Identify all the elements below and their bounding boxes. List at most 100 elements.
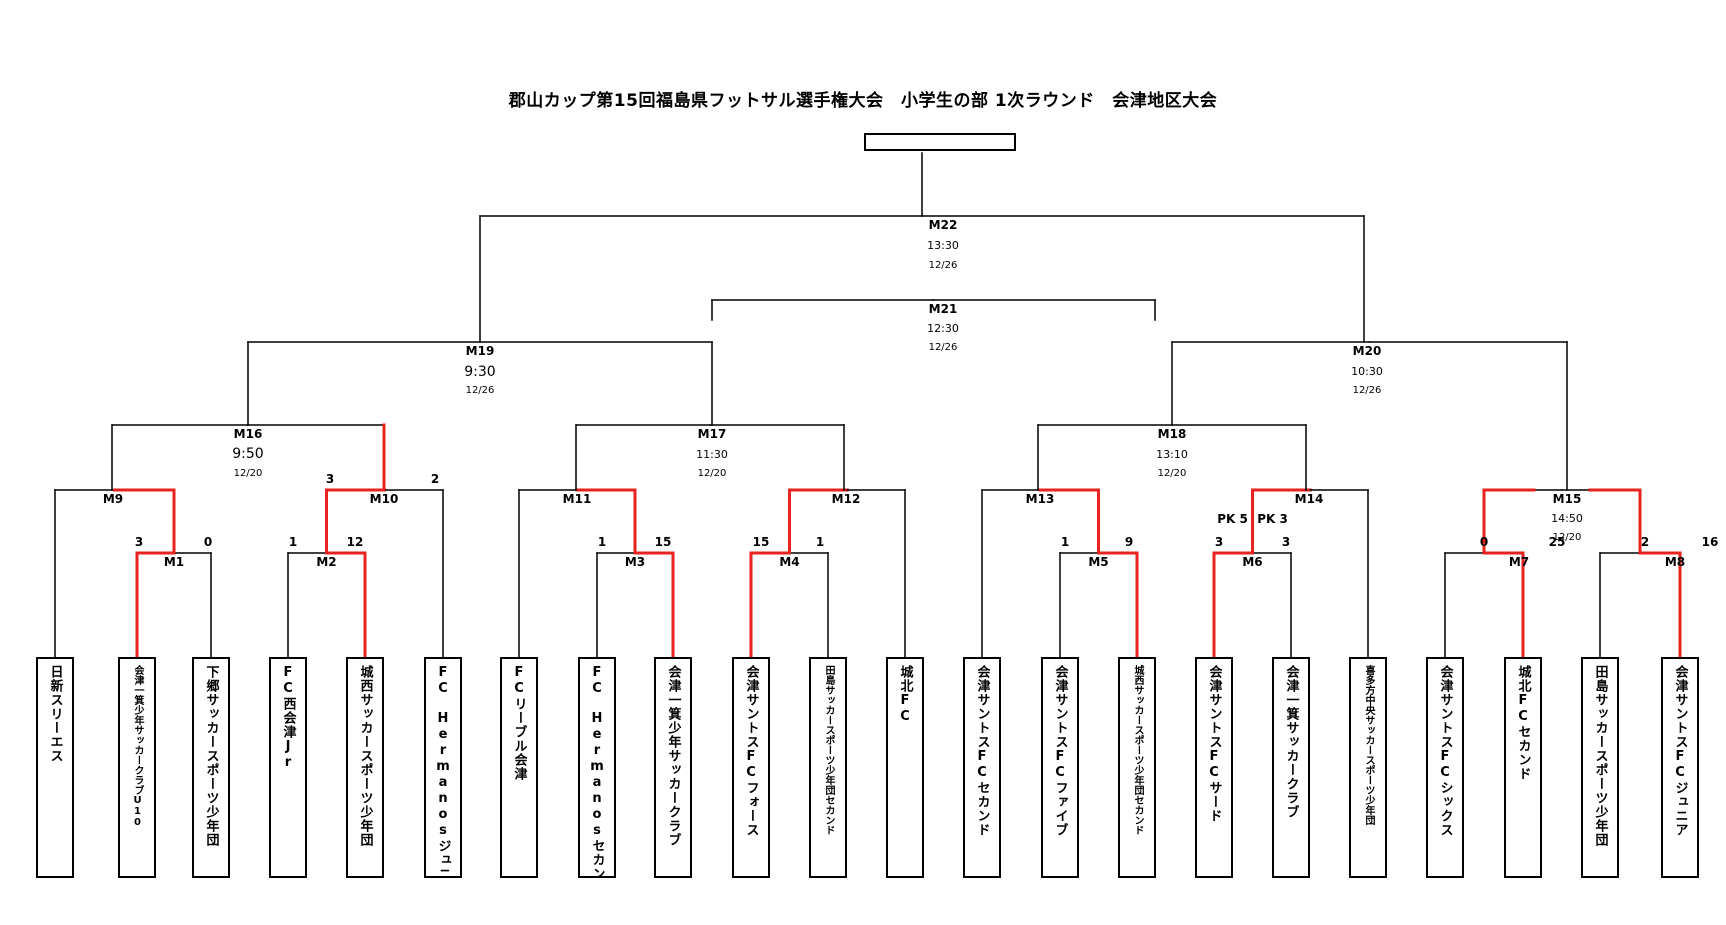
team-5: 城西サッカースポーツ少年団 xyxy=(346,657,384,878)
match-label-M16: M16 xyxy=(233,427,263,441)
team-9: 会津一箕少年サッカークラブ xyxy=(654,657,692,878)
time-M17: 11:30 xyxy=(696,448,728,461)
score-M4-left: 15 xyxy=(752,535,770,549)
team-name: FCリーブル会津 xyxy=(511,665,527,781)
match-label-M6: M6 xyxy=(1242,555,1263,569)
match-label-M1: M1 xyxy=(163,555,185,569)
score-M5-right: 9 xyxy=(1124,535,1134,549)
match-label-M2: M2 xyxy=(316,555,337,569)
match-label-M12: M12 xyxy=(831,492,861,506)
match-label-M22: M22 xyxy=(928,218,958,232)
team-7: FCリーブル会津 xyxy=(500,657,538,878)
match-label-M10: M10 xyxy=(369,492,399,506)
match-label-M19: M19 xyxy=(465,344,495,358)
time-M19: 9:30 xyxy=(464,364,496,380)
team-8: FC Hermanosセカンド xyxy=(578,657,616,878)
time-M16: 9:50 xyxy=(232,446,264,462)
date-M21: 12/26 xyxy=(928,342,958,353)
score-M6-left: 3 xyxy=(1214,535,1224,549)
date-M18: 12/20 xyxy=(1157,468,1187,479)
team-10: 会津サントスFCフォース xyxy=(732,657,770,878)
team-1: 日新スリーエス xyxy=(36,657,74,878)
score-M8-left: 2 xyxy=(1640,535,1650,549)
team-name: 会津サントスFCセカンド xyxy=(974,665,990,837)
team-16: 会津サントスFCサード xyxy=(1195,657,1233,878)
score-M7-right: 25 xyxy=(1548,535,1566,549)
date-M19: 12/26 xyxy=(465,385,495,396)
score-M10-right: 2 xyxy=(430,472,440,486)
score-M8-right: 16 xyxy=(1701,535,1719,549)
pk-M6-left: PK 5 xyxy=(1217,512,1248,526)
time-M22: 13:30 xyxy=(927,239,959,252)
time-M18: 13:10 xyxy=(1156,448,1188,461)
score-M4-right: 1 xyxy=(815,535,825,549)
score-M6-right: 3 xyxy=(1281,535,1291,549)
team-19: 会津サントスFCシックス xyxy=(1426,657,1464,878)
champion-box xyxy=(864,133,1016,151)
match-label-M17: M17 xyxy=(697,427,727,441)
team-name: 会津サントスFCジュニア xyxy=(1672,665,1688,837)
team-name: 田島サッカースポーツ少年団 xyxy=(1592,665,1608,847)
team-13: 会津サントスFCセカンド xyxy=(963,657,1001,878)
match-label-M13: M13 xyxy=(1025,492,1055,506)
date-M20: 12/26 xyxy=(1352,385,1382,396)
score-M5-left: 1 xyxy=(1060,535,1070,549)
time-M20: 10:30 xyxy=(1351,365,1383,378)
team-name: 田島サッカースポーツ少年団セカンド xyxy=(823,665,834,835)
team-name: FC Hermanosセカンド xyxy=(589,665,605,878)
team-name: 日新スリーエス xyxy=(47,665,63,763)
team-name: 会津一箕サッカークラブ xyxy=(1283,665,1299,819)
team-17: 会津一箕サッカークラブ xyxy=(1272,657,1310,878)
page-title: 郡山カップ第15回福島県フットサル選手権大会 小学生の部 1次ラウンド 会津地区… xyxy=(508,91,1218,111)
team-name: 喜多方中央サッカースポーツ少年団 xyxy=(1363,665,1374,825)
team-name: 城北FCセカンド xyxy=(1515,665,1531,781)
team-11: 田島サッカースポーツ少年団セカンド xyxy=(809,657,847,878)
time-M21: 12:30 xyxy=(927,322,959,335)
match-label-M18: M18 xyxy=(1157,427,1187,441)
team-22: 会津サントスFCジュニア xyxy=(1661,657,1699,878)
score-M7-left: 0 xyxy=(1479,535,1489,549)
date-M22: 12/26 xyxy=(928,260,958,271)
match-label-M14: M14 xyxy=(1294,492,1324,506)
team-name: 会津サントスFCファイブ xyxy=(1052,665,1068,837)
match-label-M8: M8 xyxy=(1664,555,1686,569)
team-name: FC Hermanosジュニア xyxy=(435,665,451,878)
team-3: 下郷サッカースポーツ少年団 xyxy=(192,657,230,878)
team-18: 喜多方中央サッカースポーツ少年団 xyxy=(1349,657,1387,878)
team-20: 城北FCセカンド xyxy=(1504,657,1542,878)
match-label-M20: M20 xyxy=(1352,344,1382,358)
team-name: 会津一箕少年サッカークラブ xyxy=(665,665,681,847)
team-12: 城北FC xyxy=(886,657,924,878)
match-label-M3: M3 xyxy=(624,555,646,569)
score-M10-left: 3 xyxy=(325,472,335,486)
match-label-M5: M5 xyxy=(1088,555,1109,569)
team-name: 会津サントスFCサード xyxy=(1206,665,1222,823)
team-name: 会津サントスFCシックス xyxy=(1437,665,1453,837)
date-M17: 12/20 xyxy=(697,468,727,479)
time-M15: 14:50 xyxy=(1551,512,1583,525)
team-name: 城北FC xyxy=(897,665,913,725)
score-M2-left: 1 xyxy=(288,535,298,549)
match-label-M9: M9 xyxy=(102,492,124,506)
team-name: 城西サッカースポーツ少年団 xyxy=(357,665,373,847)
date-M16: 12/20 xyxy=(233,468,263,479)
score-M2-right: 12 xyxy=(346,535,364,549)
team-4: FC西会津Jr xyxy=(269,657,307,878)
score-M3-right: 15 xyxy=(654,535,672,549)
pk-M6-right: PK 3 xyxy=(1257,512,1288,526)
team-14: 会津サントスFCファイブ xyxy=(1041,657,1079,878)
match-label-M7: M7 xyxy=(1508,555,1530,569)
match-label-M15: M15 xyxy=(1552,492,1582,506)
date-M15: 12/20 xyxy=(1552,532,1582,543)
match-label-M11: M11 xyxy=(562,492,592,506)
score-M1-left: 3 xyxy=(134,535,144,549)
team-name: 城西サッカースポーツ少年団セカンド xyxy=(1132,665,1143,835)
team-6: FC Hermanosジュニア xyxy=(424,657,462,878)
match-label-M4: M4 xyxy=(779,555,800,569)
team-15: 城西サッカースポーツ少年団セカンド xyxy=(1118,657,1156,878)
score-M3-left: 1 xyxy=(597,535,607,549)
team-21: 田島サッカースポーツ少年団 xyxy=(1581,657,1619,878)
team-name: FC西会津Jr xyxy=(280,665,296,771)
team-name: 下郷サッカースポーツ少年団 xyxy=(203,665,219,847)
